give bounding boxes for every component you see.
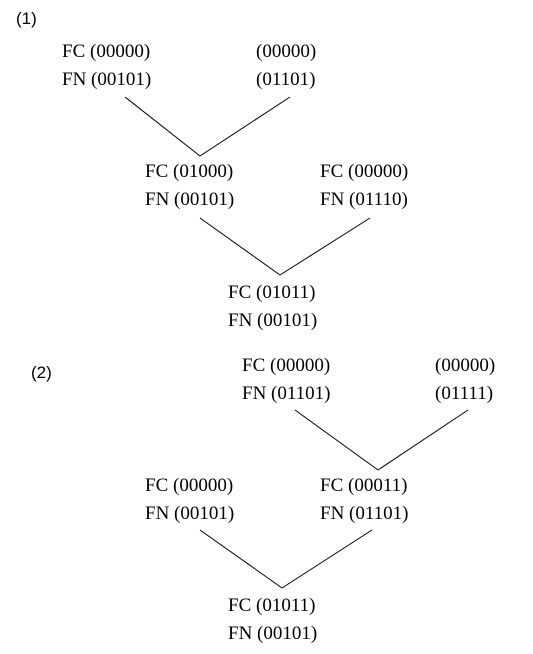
diagram-2-label: (2) — [31, 363, 52, 382]
node-fc-value: FC (00000) — [145, 475, 234, 496]
node-fn-value: FN (00101) — [228, 310, 318, 331]
diagram-1-node-top-right: (00000) (01101) — [256, 38, 316, 94]
edge-1-top-right — [199, 96, 291, 157]
node-fc-value: FC (00000) — [62, 41, 151, 62]
node-fc-value: FC (00011) — [320, 475, 408, 496]
edge-2-mid-right — [281, 529, 373, 589]
diagram-2-node-mid-right: FC (00011) FN (01101) — [320, 472, 409, 528]
diagram-1-node-mid-right: FC (00000) FN (01110) — [320, 158, 408, 214]
diagram-1-node-bottom: FC (01011) FN (00101) — [228, 279, 317, 335]
edge-2-top-left — [294, 409, 379, 471]
diagram-1-node-mid-left: FC (01000) FN (00101) — [145, 158, 234, 214]
node-fc-value: (00000) — [435, 355, 496, 376]
node-fn-value: FN (00101) — [62, 69, 152, 90]
edge-2-mid-left — [199, 529, 283, 589]
edge-2-top-right — [377, 409, 469, 471]
node-fn-value: (01101) — [256, 69, 316, 90]
diagram-1-label: (1) — [16, 9, 37, 28]
diagram-2-node-top-right: (00000) (01111) — [435, 352, 495, 408]
node-fc-value: FC (00000) — [320, 161, 409, 182]
diagram-2-node-bottom: FC (01011) FN (00101) — [228, 592, 317, 648]
node-fc-value: FC (01011) — [228, 282, 316, 303]
edge-1-top-left — [124, 96, 201, 157]
diagram-2-node-top-left: FC (00000) FN (01101) — [242, 352, 331, 408]
node-fn-value: FN (01110) — [320, 189, 408, 210]
node-fn-value: FN (00101) — [228, 623, 318, 644]
node-fn-value: FN (01101) — [242, 383, 331, 404]
edge-1-mid-left — [199, 217, 281, 276]
edge-1-mid-right — [279, 217, 371, 276]
node-fc-value: FC (01011) — [228, 595, 316, 616]
node-fn-value: FN (01101) — [320, 503, 409, 524]
node-fc-value: FC (00000) — [242, 355, 331, 376]
node-fn-value: FN (00101) — [145, 189, 235, 210]
node-fc-value: (00000) — [256, 41, 317, 62]
diagram-1-node-top-left: FC (00000) FN (00101) — [62, 38, 151, 94]
node-fn-value: FN (00101) — [145, 503, 235, 524]
node-fc-value: FC (01000) — [145, 161, 234, 182]
diagram-2-node-mid-left: FC (00000) FN (00101) — [145, 472, 234, 528]
node-fn-value: (01111) — [435, 383, 494, 404]
